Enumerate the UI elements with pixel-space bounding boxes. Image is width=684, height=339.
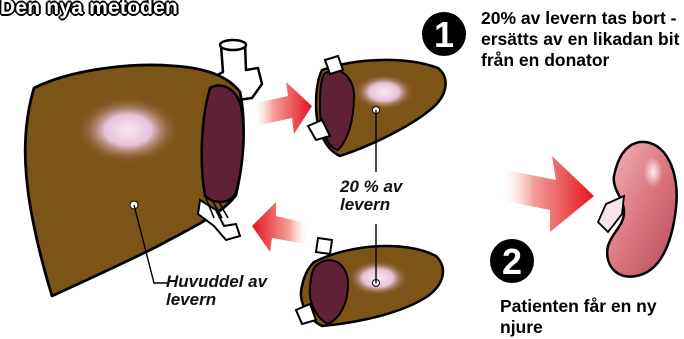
step-1-number: 1 <box>434 14 454 55</box>
main-part-caption: Huvuddel av levern <box>166 273 276 309</box>
kidney <box>598 142 677 277</box>
step-2-badge: 2 <box>490 239 534 283</box>
top-segment <box>308 56 446 172</box>
step-2-number: 2 <box>502 241 522 282</box>
page-title: Den nya metoden <box>0 0 178 20</box>
segment-caption: 20 % av levern <box>340 178 420 214</box>
step-2-text: Patienten får en ny njure <box>500 296 680 338</box>
bottom-segment <box>296 224 443 326</box>
main-liver <box>25 40 262 296</box>
arrow-to-segment <box>252 82 312 134</box>
step-1-badge: 1 <box>422 12 466 56</box>
arrow-to-liver <box>252 202 310 252</box>
main-liver-highlight <box>76 96 180 164</box>
step-1-text: 20% av levern tas bort - ersätts av en l… <box>481 8 681 71</box>
arrow-to-kidney <box>500 156 594 232</box>
main-liver-gallbladder <box>202 85 244 201</box>
